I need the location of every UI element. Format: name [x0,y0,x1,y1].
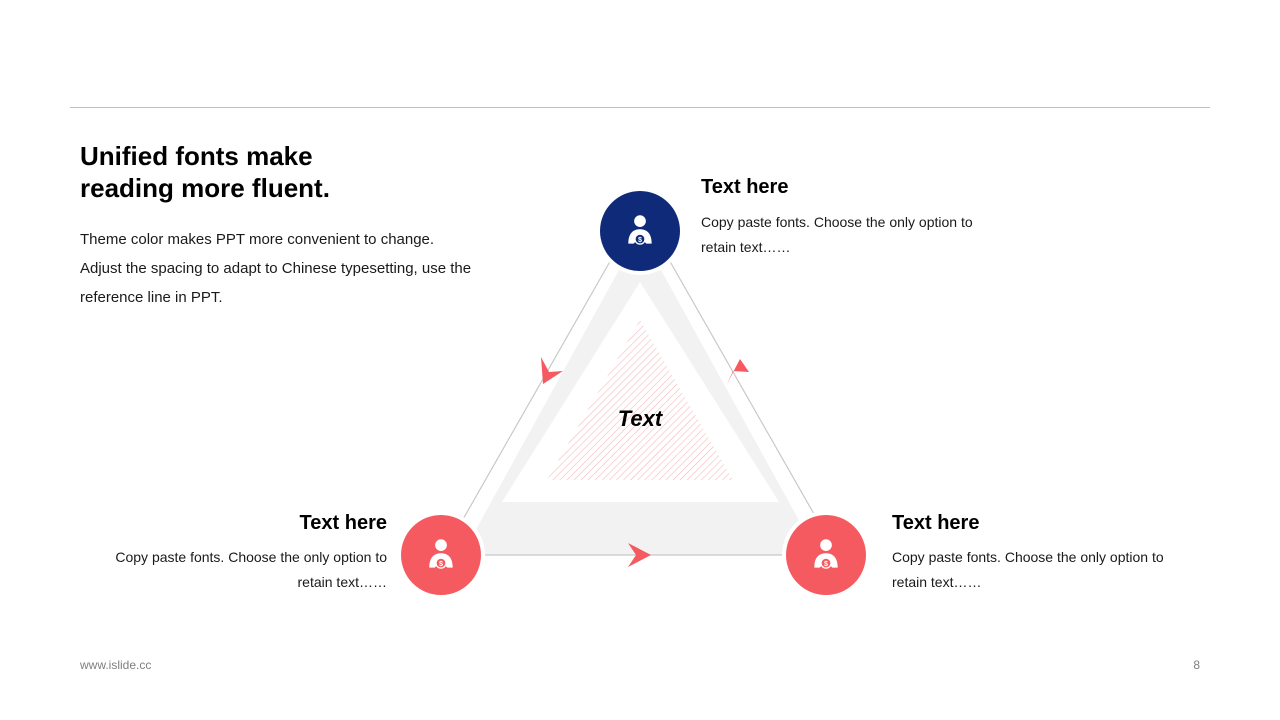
slide-body-text: Theme color makes PPT more convenient to… [80,225,520,312]
slide-headline: Unified fonts make reading more fluent. [80,141,330,203]
center-hatched-triangle [547,320,733,480]
footer-url: www.islide.cc [80,658,152,672]
node-left-description: Copy paste fonts. Choose the only option… [115,549,387,590]
header-divider [70,107,1210,108]
node-left-title: Text here [299,512,387,534]
page-number: 8 [1193,658,1200,672]
edge-line-right [667,257,819,522]
node-top [596,187,684,275]
node-right-title: Text here [892,512,980,534]
arrow-left-edge [541,357,563,384]
center-label: Text [617,406,663,431]
node-bottom-right [782,511,870,599]
body-line-1: Theme color makes PPT more convenient to… [80,231,435,248]
node-top-description: Copy paste fonts. Choose the only option… [701,214,973,255]
arrow-right-edge [727,359,749,384]
node-bottom-left [397,511,485,599]
body-line-2: Adjust the spacing to adapt to Chinese t… [80,260,472,306]
edge-line-left [461,257,613,522]
node-right-description: Copy paste fonts. Choose the only option… [892,549,1164,590]
node-top-title: Text here [701,176,789,198]
arrow-bottom-edge [628,543,651,567]
